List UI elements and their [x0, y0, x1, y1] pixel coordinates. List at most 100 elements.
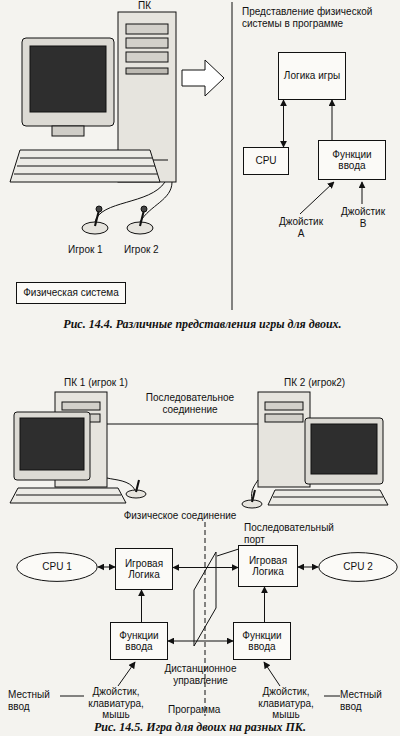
figure-caption: Рис. 14.5. Игра для двоих на разных ПК. [0, 721, 400, 735]
pc-tower [258, 392, 310, 487]
text-label: Представление физической системы в прогр… [242, 6, 394, 29]
text-label: Джойстик, клавиатура, мышь [248, 686, 324, 721]
node-text: Игровая Логика [118, 558, 170, 581]
connector-arrow [168, 641, 233, 642]
node-text: Функции ввода [321, 149, 383, 172]
joystick-cable [107, 478, 135, 490]
node-text: Игровая Логика [241, 555, 295, 578]
ellipse-shape [319, 553, 397, 582]
text-label: Физическое соединение [120, 510, 240, 522]
leader-arrow [264, 662, 280, 686]
leader-line [324, 696, 340, 697]
pc-illustration [242, 392, 388, 508]
process-box: Игровая Логика [238, 545, 298, 587]
connector-arrow [298, 567, 318, 568]
node-text: CPU 1 [42, 561, 71, 573]
leader-line [60, 696, 84, 697]
joystick-base [126, 490, 146, 498]
monitor-screen [311, 424, 377, 474]
node-text: Функции ввода [236, 630, 288, 653]
process-box: Функции ввода [110, 622, 168, 660]
connector-label: Дистанционное управление [160, 663, 242, 686]
key-row [273, 497, 383, 498]
text-label: Местный ввод [340, 689, 396, 712]
drive-bay [265, 402, 303, 410]
joystick-cable [252, 480, 258, 500]
text-label: Игрок 1 [68, 244, 118, 256]
node-text: Функции ввода [113, 630, 165, 653]
text-label: ПК 1 (игрок 1) [64, 377, 154, 389]
key-row [20, 158, 152, 159]
text-label: ПК [138, 0, 168, 12]
key-row [17, 166, 155, 167]
joystick-knob [96, 206, 102, 212]
process-box: Игровая Логика [115, 548, 173, 590]
serial-cable [107, 424, 258, 425]
cpu-ellipse: CPU 2 [318, 552, 398, 582]
joystick-knob [141, 206, 147, 212]
drive-bay [62, 414, 100, 422]
key-row [16, 495, 121, 496]
key-row [14, 174, 157, 175]
drive-bay [126, 52, 168, 62]
node-text: CPU 2 [343, 561, 372, 573]
keyboard [10, 488, 126, 503]
connector-arrow [264, 587, 265, 622]
process-box: Функции ввода [233, 622, 291, 660]
process-box: Функции ввода [318, 140, 386, 180]
node-text: Физическая система [23, 287, 119, 299]
pc-tower [118, 12, 176, 182]
leader-arrow [300, 182, 334, 214]
program-divider [205, 522, 206, 716]
monitor [305, 418, 383, 484]
joystick-base [82, 222, 108, 234]
keyboard [268, 490, 388, 505]
text-label: Местный ввод [8, 689, 60, 712]
cpu-ellipse: CPU 1 [16, 552, 98, 582]
pc-illustration [10, 392, 146, 503]
joystick-cable [140, 182, 172, 222]
drive-bay [62, 402, 100, 410]
joystick-cable [95, 182, 165, 222]
process-box: Логика игры [278, 52, 346, 100]
keyboard [10, 150, 160, 182]
connector-arrow [332, 100, 333, 140]
tower-line [126, 160, 168, 161]
connector-arrow [98, 567, 115, 568]
process-box: CPU [243, 147, 289, 175]
joystick-stick [95, 210, 99, 226]
block-arrow [182, 60, 224, 96]
serial-port-symbol [194, 552, 216, 646]
text-label: Джойстик, клавиатура, мышь [78, 686, 154, 721]
text-label: Последовательный порт [244, 522, 344, 545]
monitor [14, 412, 90, 480]
text-label: ПК 2 (игрок2) [284, 377, 374, 389]
joystick-base [242, 500, 262, 508]
text-label: Последовательное соединение [140, 392, 240, 415]
joystick-stick [140, 210, 144, 226]
divider-line [232, 2, 233, 310]
connector-arrow [283, 100, 284, 147]
monitor-screen [30, 46, 106, 112]
leader-arrow [362, 182, 363, 204]
text-label: Программа [168, 704, 238, 716]
drive-bay [126, 24, 168, 34]
text-label: Джойстик B [338, 206, 388, 229]
pc-illustration [10, 12, 176, 234]
connector-arrow [141, 590, 142, 622]
node-text: CPU [255, 155, 276, 167]
figure-caption: Рис. 14.4. Различные представления игры … [10, 318, 395, 332]
joystick-stick [136, 480, 139, 492]
monitor [22, 38, 114, 126]
text-label: Джойстик A [276, 216, 326, 239]
monitor-stand [52, 126, 84, 136]
ellipse-shape [17, 553, 97, 582]
pc-tower [55, 392, 107, 487]
process-box: Физическая система [16, 282, 126, 304]
drive-bay [265, 414, 303, 422]
node-text: Логика игры [284, 70, 340, 82]
joystick-base [127, 222, 153, 234]
monitor-screen [20, 418, 84, 470]
